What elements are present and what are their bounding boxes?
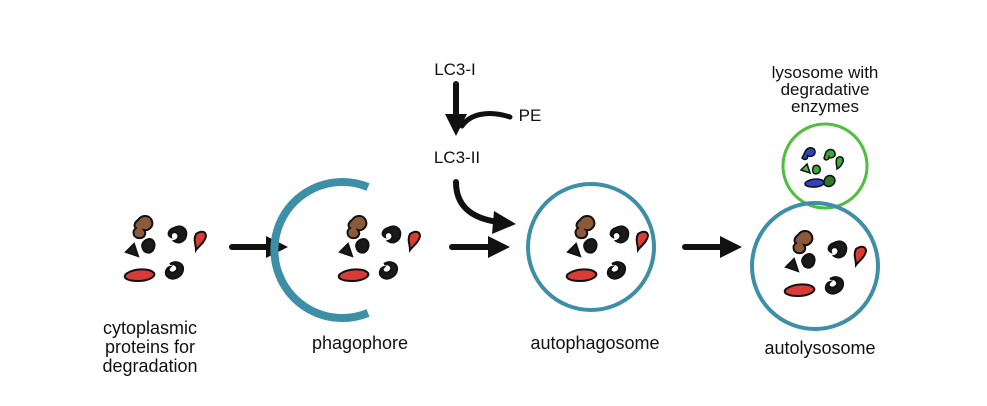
- protein-cluster-phagophore: [337, 214, 421, 282]
- protein-cluster-autolysosome: [783, 229, 867, 297]
- label-lysosome: lysosome with degradative enzymes: [740, 64, 910, 115]
- autolysosome-membrane: [750, 201, 880, 331]
- degradative-enzymes: [799, 147, 844, 188]
- autophagosome-membrane: [526, 182, 656, 312]
- lc3-ii-arrow: [453, 179, 516, 234]
- label-autophagosome: autophagosome: [530, 333, 660, 353]
- label-lc3-ii: LC3-II: [433, 148, 481, 167]
- protein-cluster-autophagosome: [565, 214, 649, 282]
- label-cytoplasmic-line-3: degradation: [102, 356, 198, 376]
- label-cytoplasmic-line-1: cytoplasmic: [102, 318, 198, 338]
- lc3-conversion-arrow: [445, 81, 467, 136]
- label-lysosome-line-2: degradative: [780, 80, 870, 99]
- arrow-2: [449, 236, 510, 258]
- label-cytoplasmic-proteins: cytoplasmic proteins for degradation: [84, 319, 216, 376]
- label-lc3-i: LC3-I: [434, 60, 476, 79]
- lysosome-membrane: [781, 122, 869, 210]
- label-autolysosome: autolysosome: [764, 338, 876, 358]
- label-lysosome-line-1: lysosome with: [771, 63, 879, 82]
- label-lysosome-line-3: enzymes: [790, 97, 860, 116]
- protein-cluster-cytoplasmic: [123, 214, 207, 282]
- label-pe: PE: [518, 106, 542, 125]
- arrow-1: [229, 236, 288, 258]
- pe-arrow: [459, 111, 513, 129]
- phagophore-membrane: [270, 178, 370, 322]
- label-cytoplasmic-line-2: proteins for: [104, 337, 196, 357]
- label-phagophore: phagophore: [311, 333, 409, 353]
- arrow-3: [682, 236, 742, 258]
